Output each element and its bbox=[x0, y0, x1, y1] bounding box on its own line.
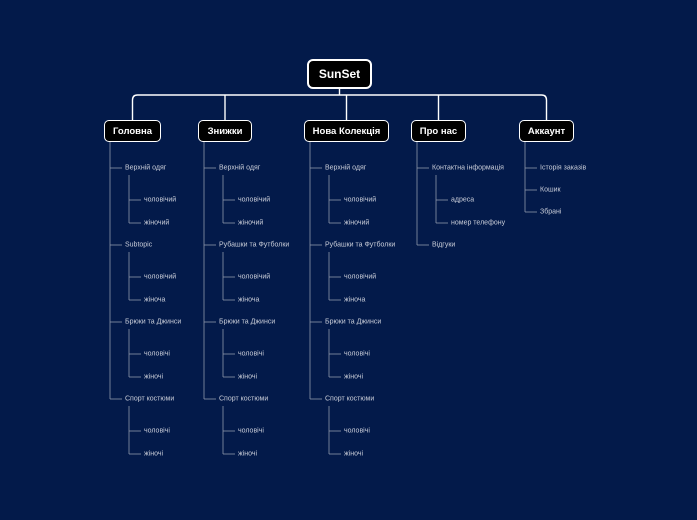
branch-node-3[interactable]: Про нас bbox=[411, 120, 466, 142]
branch-bus bbox=[131, 94, 548, 120]
leaf-topic[interactable]: Кошик bbox=[540, 186, 561, 194]
leaf-subtopic[interactable]: жіночі bbox=[238, 450, 258, 458]
leaf-subtopic[interactable]: жіночі bbox=[238, 373, 258, 381]
leaf-topic[interactable]: Відгуки bbox=[432, 241, 456, 249]
leaf-subtopic[interactable]: чоловічі bbox=[344, 427, 370, 435]
leaf-topic[interactable]: Верхній одяг bbox=[325, 164, 367, 172]
leaf-subtopic[interactable]: жіночі bbox=[344, 450, 364, 458]
leaf-subtopic[interactable]: жіноча bbox=[238, 296, 260, 304]
leaf-topic[interactable]: Верхній одяг bbox=[125, 164, 167, 172]
branch-node-4[interactable]: Аккаунт bbox=[519, 120, 574, 142]
leaf-subtopic[interactable]: чоловічі bbox=[144, 427, 170, 435]
leaf-subtopic[interactable]: жіноча bbox=[344, 296, 366, 304]
leaf-topic[interactable]: Збрані bbox=[540, 208, 562, 216]
leaf-subtopic[interactable]: чоловічий bbox=[238, 273, 271, 281]
leaf-topic[interactable]: Рубашки та Футболки bbox=[219, 241, 290, 249]
root-node[interactable]: SunSet bbox=[307, 59, 372, 89]
leaf-topic[interactable]: Верхній одяг bbox=[219, 164, 261, 172]
leaf-subtopic[interactable]: чоловічі bbox=[344, 350, 370, 358]
leaf-subtopic[interactable]: жіночі bbox=[144, 450, 164, 458]
leaf-subtopic[interactable]: чоловічий bbox=[344, 273, 377, 281]
leaf-subtopic[interactable]: жіноча bbox=[144, 296, 166, 304]
leaf-topic[interactable]: Контактна інформація bbox=[432, 164, 504, 172]
leaf-topic[interactable]: Історія заказів bbox=[540, 164, 587, 172]
leaf-topic[interactable]: Брюки та Джинси bbox=[125, 318, 182, 326]
leaf-subtopic[interactable]: жіночий bbox=[344, 219, 370, 227]
leaf-subtopic[interactable]: чоловічий bbox=[144, 196, 177, 204]
leaf-topic[interactable]: Subtopic bbox=[125, 241, 153, 249]
branch-node-0[interactable]: Головна bbox=[104, 120, 161, 142]
leaf-topic[interactable]: Брюки та Джинси bbox=[325, 318, 382, 326]
branch-node-1[interactable]: Знижки bbox=[198, 120, 252, 142]
leaf-subtopic[interactable]: чоловічий bbox=[344, 196, 377, 204]
leaf-subtopic[interactable]: чоловічі bbox=[238, 350, 264, 358]
leaf-subtopic[interactable]: жіночі bbox=[344, 373, 364, 381]
leaf-subtopic[interactable]: жіночий bbox=[144, 219, 170, 227]
leaf-subtopic[interactable]: чоловічий bbox=[238, 196, 271, 204]
leaf-topic[interactable]: Рубашки та Футболки bbox=[325, 241, 396, 249]
leaf-subtopic[interactable]: жіночі bbox=[144, 373, 164, 381]
leaf-topic[interactable]: Спорт костюми bbox=[219, 395, 269, 403]
leaf-topic[interactable]: Спорт костюми bbox=[325, 395, 375, 403]
leaf-topic[interactable]: Брюки та Джинси bbox=[219, 318, 276, 326]
leaf-subtopic[interactable]: чоловічий bbox=[144, 273, 177, 281]
leaf-subtopic[interactable]: чоловічі bbox=[144, 350, 170, 358]
leaf-subtopic[interactable]: чоловічі bbox=[238, 427, 264, 435]
leaf-subtopic[interactable]: адреса bbox=[451, 196, 475, 204]
leaf-subtopic[interactable]: жіночий bbox=[238, 219, 264, 227]
leaf-topic[interactable]: Спорт костюми bbox=[125, 395, 175, 403]
leaf-subtopic[interactable]: номер телефону bbox=[451, 219, 506, 227]
branch-node-2[interactable]: Нова Колекція bbox=[304, 120, 389, 142]
